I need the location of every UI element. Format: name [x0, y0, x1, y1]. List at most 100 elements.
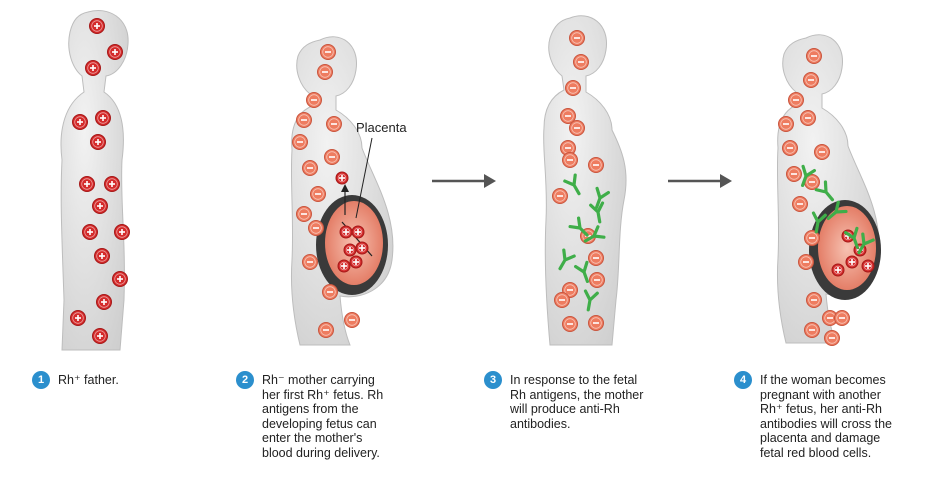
caption-line: Rh⁻ mother carrying [262, 373, 375, 387]
step-caption: If the woman becomes pregnant with anoth… [760, 373, 892, 460]
caption-line: her first Rh⁺ fetus. Rh [262, 387, 384, 402]
anti-rh-antibody [594, 186, 610, 209]
anti-rh-antibody [583, 289, 599, 312]
rh-negative-cell [296, 112, 312, 128]
step-number-badge: 2 [236, 371, 254, 389]
rh-negative-cell [782, 140, 798, 156]
rh-negative-cell [562, 152, 578, 168]
rh-negative-cell [798, 254, 814, 270]
blood-cells-layer [70, 18, 875, 346]
anti-rh-antibody [589, 201, 605, 224]
rh-negative-cell [326, 116, 342, 132]
anti-rh-antibody [814, 180, 835, 202]
rh-positive-cell [96, 294, 112, 310]
rh-negative-cell [308, 220, 324, 236]
rh-negative-cell [306, 92, 322, 108]
placenta-leader-line [355, 137, 373, 219]
rh-negative-cell [320, 44, 336, 60]
rh-negative-cell [296, 206, 312, 222]
anti-rh-antibody [568, 216, 589, 237]
rh-negative-cell [565, 80, 581, 96]
rh-negative-cell [573, 54, 589, 70]
rh-negative-cell [804, 322, 820, 338]
rh-positive-cell [335, 171, 349, 185]
rh-positive-cell [79, 176, 95, 192]
caption-line: antibodies will cross the [760, 416, 893, 431]
rh-negative-cell [318, 322, 334, 338]
rh-positive-cell [114, 224, 130, 240]
rh-positive-cell [94, 248, 110, 264]
antigen-transfer-arrow [341, 184, 349, 215]
rh-positive-cell [70, 310, 86, 326]
anti-rh-antibody [800, 164, 816, 187]
rh-negative-cell [814, 144, 830, 160]
rh-negative-cell [554, 292, 570, 308]
rh-negative-cell [562, 316, 578, 332]
step-caption: Rh⁺ father. [58, 373, 119, 388]
anti-rh-antibody [811, 211, 827, 234]
rh-negative-cell [560, 108, 576, 124]
rh-negative-cell [806, 292, 822, 308]
step-number-badge: 4 [734, 371, 752, 389]
anti-rh-antibody [826, 200, 848, 221]
rh-negative-cell [589, 272, 605, 288]
placenta-label: Placenta [356, 120, 407, 135]
rh-positive-cell [72, 114, 88, 130]
rh-negative-cell [588, 157, 604, 173]
step-caption: In response to the fetal Rh antigens, th… [510, 373, 643, 431]
caption-line: antibodies. [510, 416, 571, 431]
caption-line: If the woman becomes [760, 373, 886, 387]
rh-negative-cell [292, 134, 308, 150]
caption-line: enter the mother's [262, 431, 363, 445]
anti-rh-antibody [857, 232, 875, 255]
rh-positive-cell [337, 259, 351, 273]
caption-line: In response to the fetal [510, 373, 638, 387]
rh-positive-cell [107, 44, 123, 60]
rh-negative-cell [788, 92, 804, 108]
caption-line: pregnant with another [760, 387, 881, 402]
caption-line: Rh⁺ fetus, her anti-Rh [760, 402, 882, 416]
process-arrow-2-to-3 [432, 174, 496, 188]
rh-negative-cell [344, 312, 360, 328]
mother-figure-second-pregnancy [776, 34, 881, 344]
rh-positive-cell [89, 18, 105, 34]
anti-rh-antibody [583, 225, 606, 243]
rh-negative-cell [310, 186, 326, 202]
antibodies-layer [558, 164, 875, 312]
rh-positive-cell [831, 263, 845, 277]
rh-negative-cell [804, 230, 820, 246]
caption-line: Rh antigens, the mother [510, 387, 644, 402]
rh-positive-cell [82, 224, 98, 240]
step-caption: Rh⁻ mother carrying her first Rh⁺ fetus.… [262, 373, 383, 460]
rh-negative-cell [824, 330, 840, 346]
father-figure [60, 10, 129, 351]
rh-positive-cell [339, 225, 353, 239]
rh-negative-cell [792, 196, 808, 212]
rh-negative-cell [778, 116, 794, 132]
anti-rh-antibody [574, 260, 590, 283]
rh-negative-cell [588, 250, 604, 266]
rh-negative-cell [324, 149, 340, 165]
anti-rh-antibody [563, 173, 581, 196]
rh-negative-cell [800, 110, 816, 126]
step-number-badge: 1 [32, 371, 50, 389]
rh-negative-cell [803, 72, 819, 88]
process-arrow-3-to-4 [668, 174, 732, 188]
rh-negative-cell [552, 188, 568, 204]
anti-rh-antibody [844, 226, 860, 249]
rh-positive-cell [104, 176, 120, 192]
rh-positive-cell [92, 328, 108, 344]
anti-rh-antibody [558, 248, 576, 271]
rh-positive-cell [85, 60, 101, 76]
caption-line: placenta and damage [760, 431, 881, 445]
rh-positive-cell [861, 259, 875, 273]
rh-positive-cell [343, 243, 357, 257]
caption-line: will produce anti-Rh [510, 402, 620, 416]
rh-negative-cell [569, 30, 585, 46]
rh-positive-cell [112, 271, 128, 287]
caption-line: developing fetus can [262, 416, 377, 431]
rh-positive-cell [90, 134, 106, 150]
rh-positive-cell [92, 198, 108, 214]
rh-negative-cell [834, 310, 850, 326]
rh-positive-cell [355, 241, 369, 255]
